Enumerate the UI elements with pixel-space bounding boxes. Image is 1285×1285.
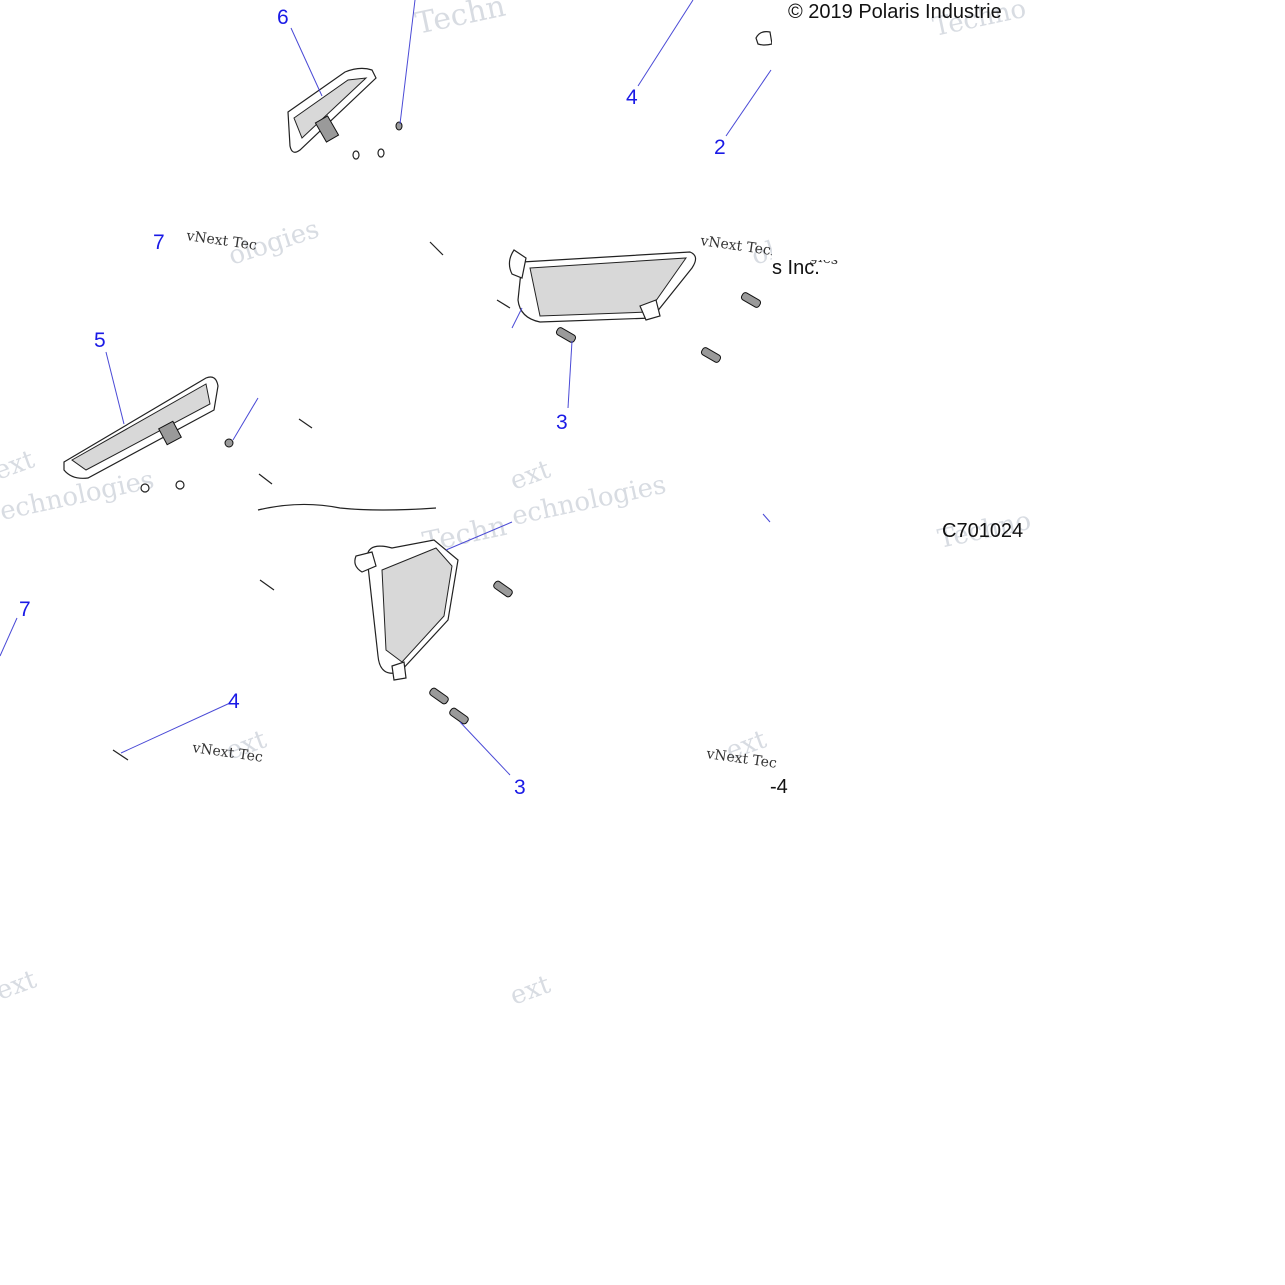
headlight-assembly-lower [354, 539, 459, 681]
watermark-text: ext [0, 444, 39, 486]
headlight-assembly-upper [508, 249, 697, 323]
callout-4-upper: 4 [626, 86, 638, 109]
screw-set [112, 241, 511, 761]
spring-grommets [429, 292, 762, 725]
callout-7-upper: 7 [153, 231, 165, 254]
callout-4-lower: 4 [228, 690, 240, 713]
side-marker-light-small [287, 67, 403, 160]
callout-labels: 6 4 2 7 5 3 7 4 3 [19, 6, 726, 799]
watermark-stamps: vNext Tec vNext Technologies vNext Tec v… [184, 228, 839, 772]
copyright-text: © 2019 Polaris Industrie [788, 1, 1002, 23]
drawing-id: C701024 [942, 520, 1023, 542]
clip-part [755, 31, 773, 46]
callout-6: 6 [277, 6, 289, 29]
watermark-text: ext [506, 969, 555, 1011]
watermark-text: Techn [412, 0, 508, 42]
callout-3-lower: 3 [514, 776, 526, 799]
side-marker-light-long [63, 376, 234, 493]
callout-7-lower: 7 [19, 598, 31, 621]
callout-5: 5 [94, 329, 106, 352]
page-reference: -4 [770, 776, 788, 798]
watermark-text: ext [506, 454, 555, 496]
leader-lines [0, 0, 772, 776]
callout-3-upper: 3 [556, 411, 568, 434]
copyright-tail-text: s Inc. [772, 257, 820, 279]
callout-2: 2 [714, 136, 726, 159]
watermark-label: vNext Tec [184, 228, 257, 254]
wire-harness [257, 503, 437, 511]
watermark-text: ext [0, 964, 41, 1006]
